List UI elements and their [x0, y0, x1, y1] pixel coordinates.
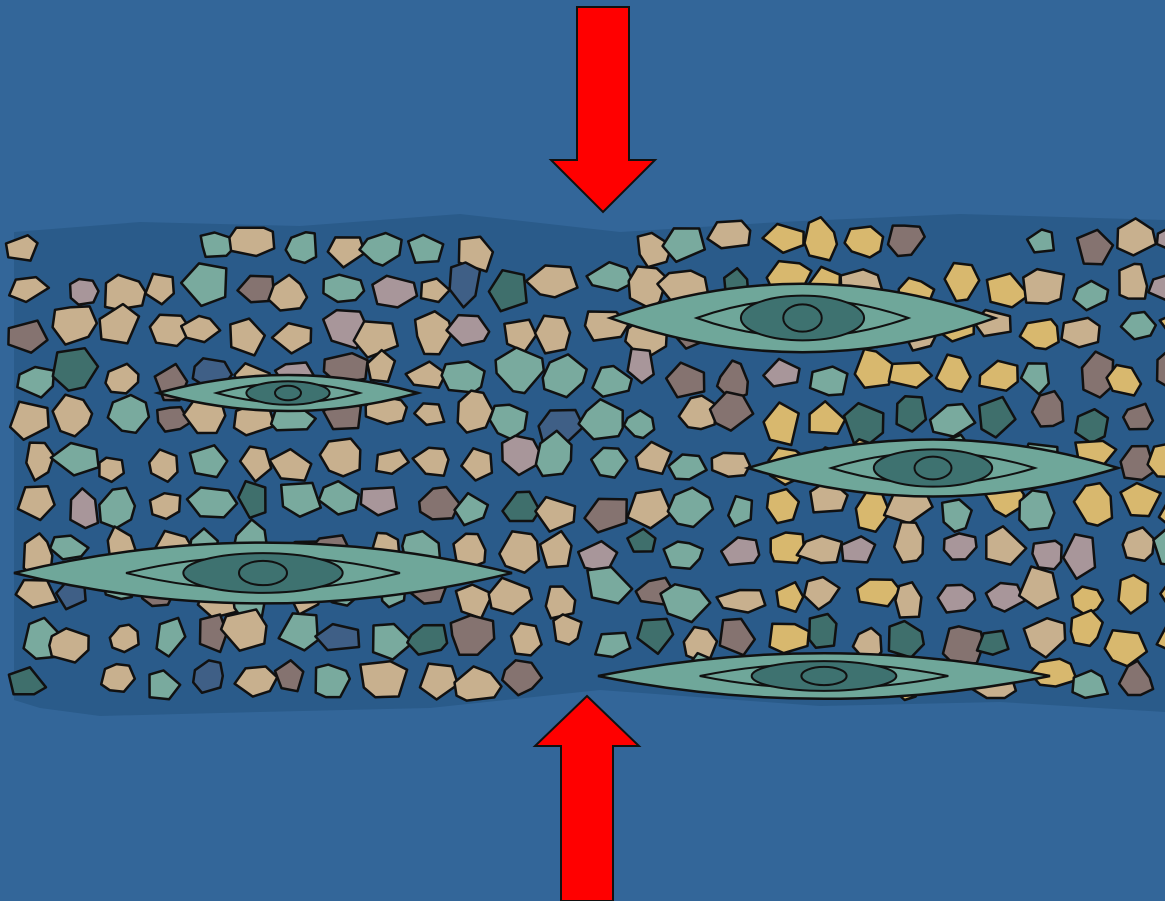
mineral-grain-253 [1062, 318, 1100, 347]
mineral-grain-184 [771, 533, 805, 564]
mineral-grain-94 [360, 661, 407, 697]
mineral-grain-11 [70, 279, 98, 305]
lens-core [275, 386, 301, 400]
mineral-grain-247 [1032, 541, 1061, 570]
lens-core [783, 304, 822, 331]
mineral-grain-109 [442, 362, 485, 393]
mineral-grain-196 [809, 614, 836, 648]
lens-core [915, 457, 952, 480]
mineral-grain-263 [1119, 264, 1147, 299]
lens-core [239, 561, 287, 585]
mineral-grain-190 [810, 367, 847, 396]
mineral-grain-49 [200, 615, 227, 653]
mineral-grain-74 [323, 275, 364, 302]
mineral-grain-216 [894, 522, 923, 562]
lens-core [801, 667, 846, 685]
mineral-grain-125 [511, 623, 542, 655]
mineral-grain-241 [1023, 269, 1064, 304]
mineral-grain-51 [229, 228, 274, 256]
mineral-grain-171 [712, 453, 750, 477]
mineral-grain-246 [1019, 490, 1054, 530]
